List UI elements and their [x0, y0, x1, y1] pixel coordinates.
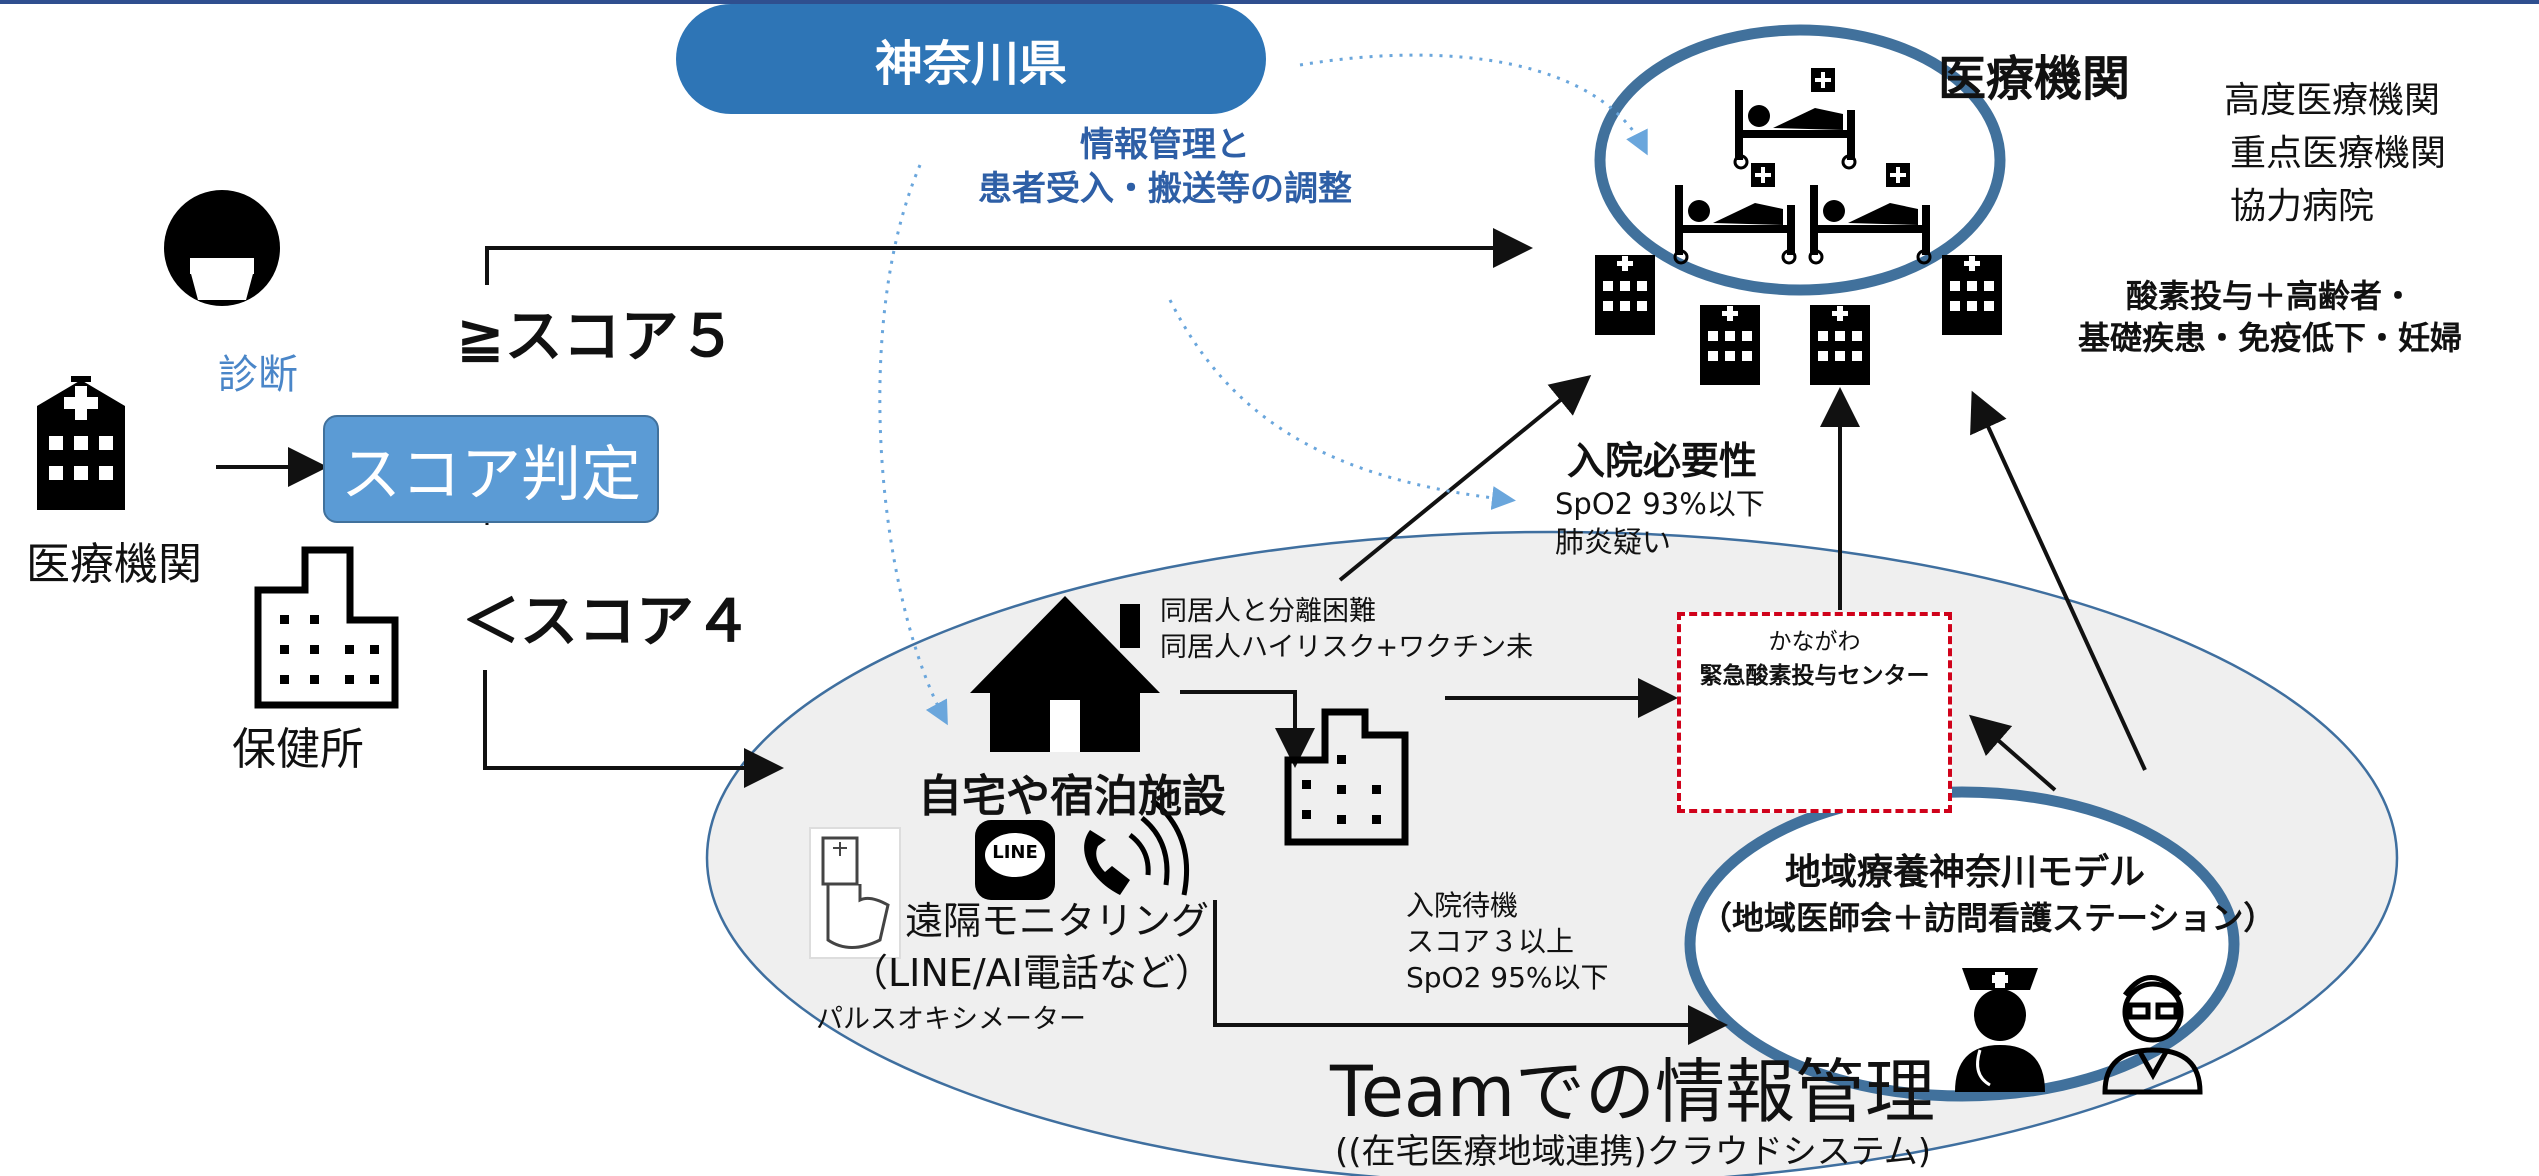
prefecture-role-line1: 情報管理と: [1080, 125, 1250, 165]
prefecture-dotted-arrows: [878, 53, 1648, 726]
home-label: 自宅や宿泊施設: [918, 771, 1226, 822]
remote-monitoring-line2: （LINE/AI電話など）: [850, 951, 1213, 995]
arrow-to-regional-model: [1213, 900, 1728, 1045]
phone-icon: [1084, 798, 1190, 896]
hospital-beds-icon: [1673, 66, 1932, 265]
arrow-model-to-oxygen: [1968, 714, 2057, 792]
arrow-low-score: [483, 670, 784, 788]
admission-need-pneumonia: 肺炎疑い: [1555, 525, 1672, 559]
waiting-note-1: 入院待機: [1406, 889, 1519, 922]
origin-hospital-icon: [37, 376, 125, 510]
prefecture-pill: 神奈川県: [676, 4, 1266, 114]
house-icon: [970, 596, 1160, 752]
arrow-home-to-hospital: [1338, 374, 1592, 582]
cohabitant-note-2: 同居人ハイリスク+ワクチン未: [1160, 632, 1534, 663]
remote-monitoring-line1: 遠隔モニタリング: [905, 899, 1210, 943]
prefecture-role-line2: 患者受入・搬送等の調整: [978, 169, 1352, 209]
score-high-label: ≧スコア５: [456, 302, 737, 370]
top-border: [0, 0, 2539, 4]
diagnosis-label: 診断: [218, 352, 298, 398]
oxygen-center-box: かながわ 緊急酸素投与センター: [1677, 612, 1952, 813]
health-center-icon: [254, 546, 399, 709]
score-judgement-box: スコア判定: [323, 415, 659, 523]
arrow-high-score: [485, 228, 1533, 285]
score-low-label: ＜スコア４: [462, 587, 753, 655]
origin-medical-label: 医療機関: [26, 539, 202, 590]
team-title: Teamでの情報管理: [1330, 1051, 1936, 1133]
team-subtitle: ((在宅医療地域連携)クラウドシステム): [1335, 1132, 1932, 1172]
institution-type-cooperating: 協力病院: [2230, 186, 2375, 227]
facility-icon: [1284, 708, 1409, 846]
doctor-icon: [2102, 975, 2203, 1095]
arrow-home-to-facility: [1180, 690, 1315, 768]
pulse-oximeter-label: パルスオキシメーター: [816, 1004, 1086, 1035]
nurse-icon: [1955, 968, 2045, 1092]
institution-type-advanced: 高度医療機関: [2224, 80, 2441, 121]
admission-need-spo2: SpO2 93%以下: [1555, 487, 1765, 521]
hospital-buildings-icon: [1595, 255, 2002, 385]
regional-model-subtitle: （地域医師会＋訪問看護ステーション）: [1700, 899, 2276, 937]
medical-institution-title: 医療機関: [1938, 51, 2131, 107]
institution-type-priority: 重点医療機関: [2230, 133, 2447, 174]
oxygen-center-line1: かながわ: [1768, 629, 1861, 655]
arrow-model-to-hospital: [1970, 390, 2147, 771]
regional-model-title: 地域療養神奈川モデル: [1784, 852, 2145, 893]
regional-model-ellipse: [1684, 786, 2240, 1102]
oxygen-center-line2: 緊急酸素投与センター: [1699, 663, 1930, 689]
masked-person-icon: [164, 190, 280, 330]
pulse-oximeter-icon: [809, 827, 901, 959]
waiting-note-2: スコア３以上: [1406, 925, 1575, 958]
cohabitant-note-1: 同居人と分離困難: [1160, 596, 1376, 627]
hospital-circle: [1594, 24, 2006, 296]
criteria-line1: 酸素投与＋高齢者・: [2125, 277, 2414, 315]
health-center-label: 保健所: [232, 724, 364, 775]
admission-need-title: 入院必要性: [1567, 439, 1758, 483]
waiting-note-3: SpO2 95%以下: [1406, 961, 1609, 994]
line-icon-text: LINE: [992, 842, 1038, 863]
criteria-line2: 基礎疾患・免疫低下・妊婦: [2077, 319, 2462, 357]
line-app-icon: [975, 820, 1055, 900]
